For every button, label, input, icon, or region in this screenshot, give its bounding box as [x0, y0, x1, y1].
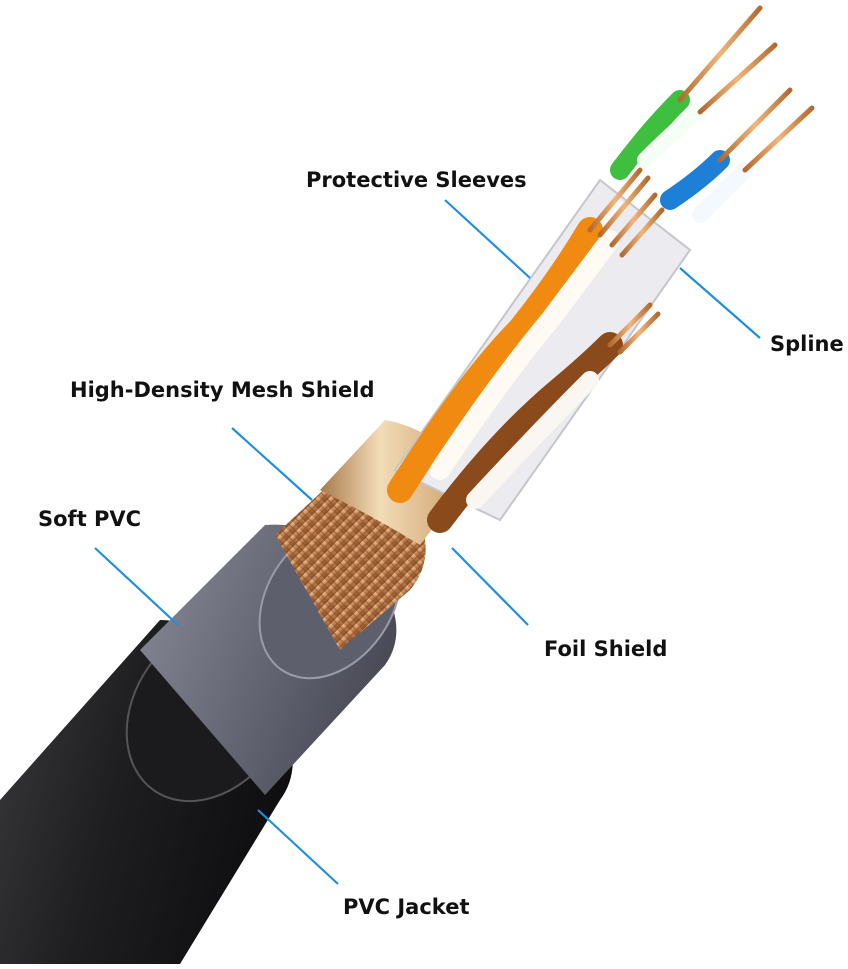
brown-pair [427, 332, 623, 533]
blue-pair [660, 150, 730, 210]
leader-pvc-jacket [257, 809, 339, 885]
orange-pair [387, 217, 603, 503]
green-pair [610, 90, 690, 180]
leader-soft-pvc [94, 547, 179, 626]
leader-lines [94, 199, 761, 885]
label-pvc-jacket: PVC Jacket [343, 895, 470, 919]
label-foil-shield: Foil Shield [544, 637, 668, 661]
label-mesh-shield: High-Density Mesh Shield [70, 378, 375, 402]
copper-conductors [587, 5, 815, 355]
leader-mesh-shield [231, 427, 313, 501]
leader-spline [679, 267, 761, 339]
leader-protective-sleeves [444, 199, 531, 279]
label-spline: Spline [770, 332, 844, 356]
label-protective-sleeves: Protective Sleeves [306, 168, 527, 192]
leader-foil-shield [451, 547, 529, 626]
label-soft-pvc: Soft PVC [38, 507, 142, 531]
